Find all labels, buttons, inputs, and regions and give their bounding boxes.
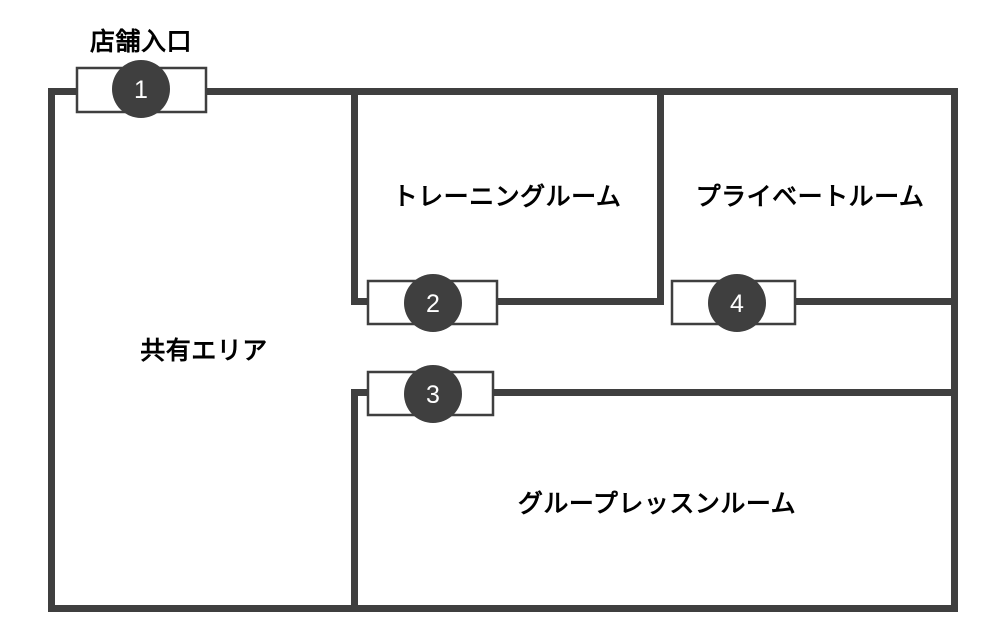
door-4-marker[interactable]: 4: [670, 274, 797, 332]
door-3-marker[interactable]: 3: [366, 365, 495, 423]
door-4-badge: [708, 274, 766, 332]
door-2-badge: [404, 274, 462, 332]
walls-group: [48, 88, 958, 612]
door-1-badge: [112, 60, 170, 118]
entrance-label: 店舗入口: [90, 28, 192, 56]
door-1-marker[interactable]: 1: [75, 60, 208, 118]
door-2-number: 2: [426, 290, 440, 318]
door-4-number: 4: [730, 290, 744, 318]
door-2-marker[interactable]: 2: [366, 274, 499, 332]
door-1-number: 1: [134, 76, 148, 104]
room-label-private-room: プライベートルーム: [696, 183, 925, 211]
room-label-training-room: トレーニングルーム: [393, 183, 622, 211]
door-3-badge: [404, 365, 462, 423]
door-3-number: 3: [426, 381, 440, 409]
room-label-shared-area: 共有エリア: [140, 337, 268, 365]
room-label-group-lesson-room: グループレッスンルーム: [518, 490, 796, 518]
